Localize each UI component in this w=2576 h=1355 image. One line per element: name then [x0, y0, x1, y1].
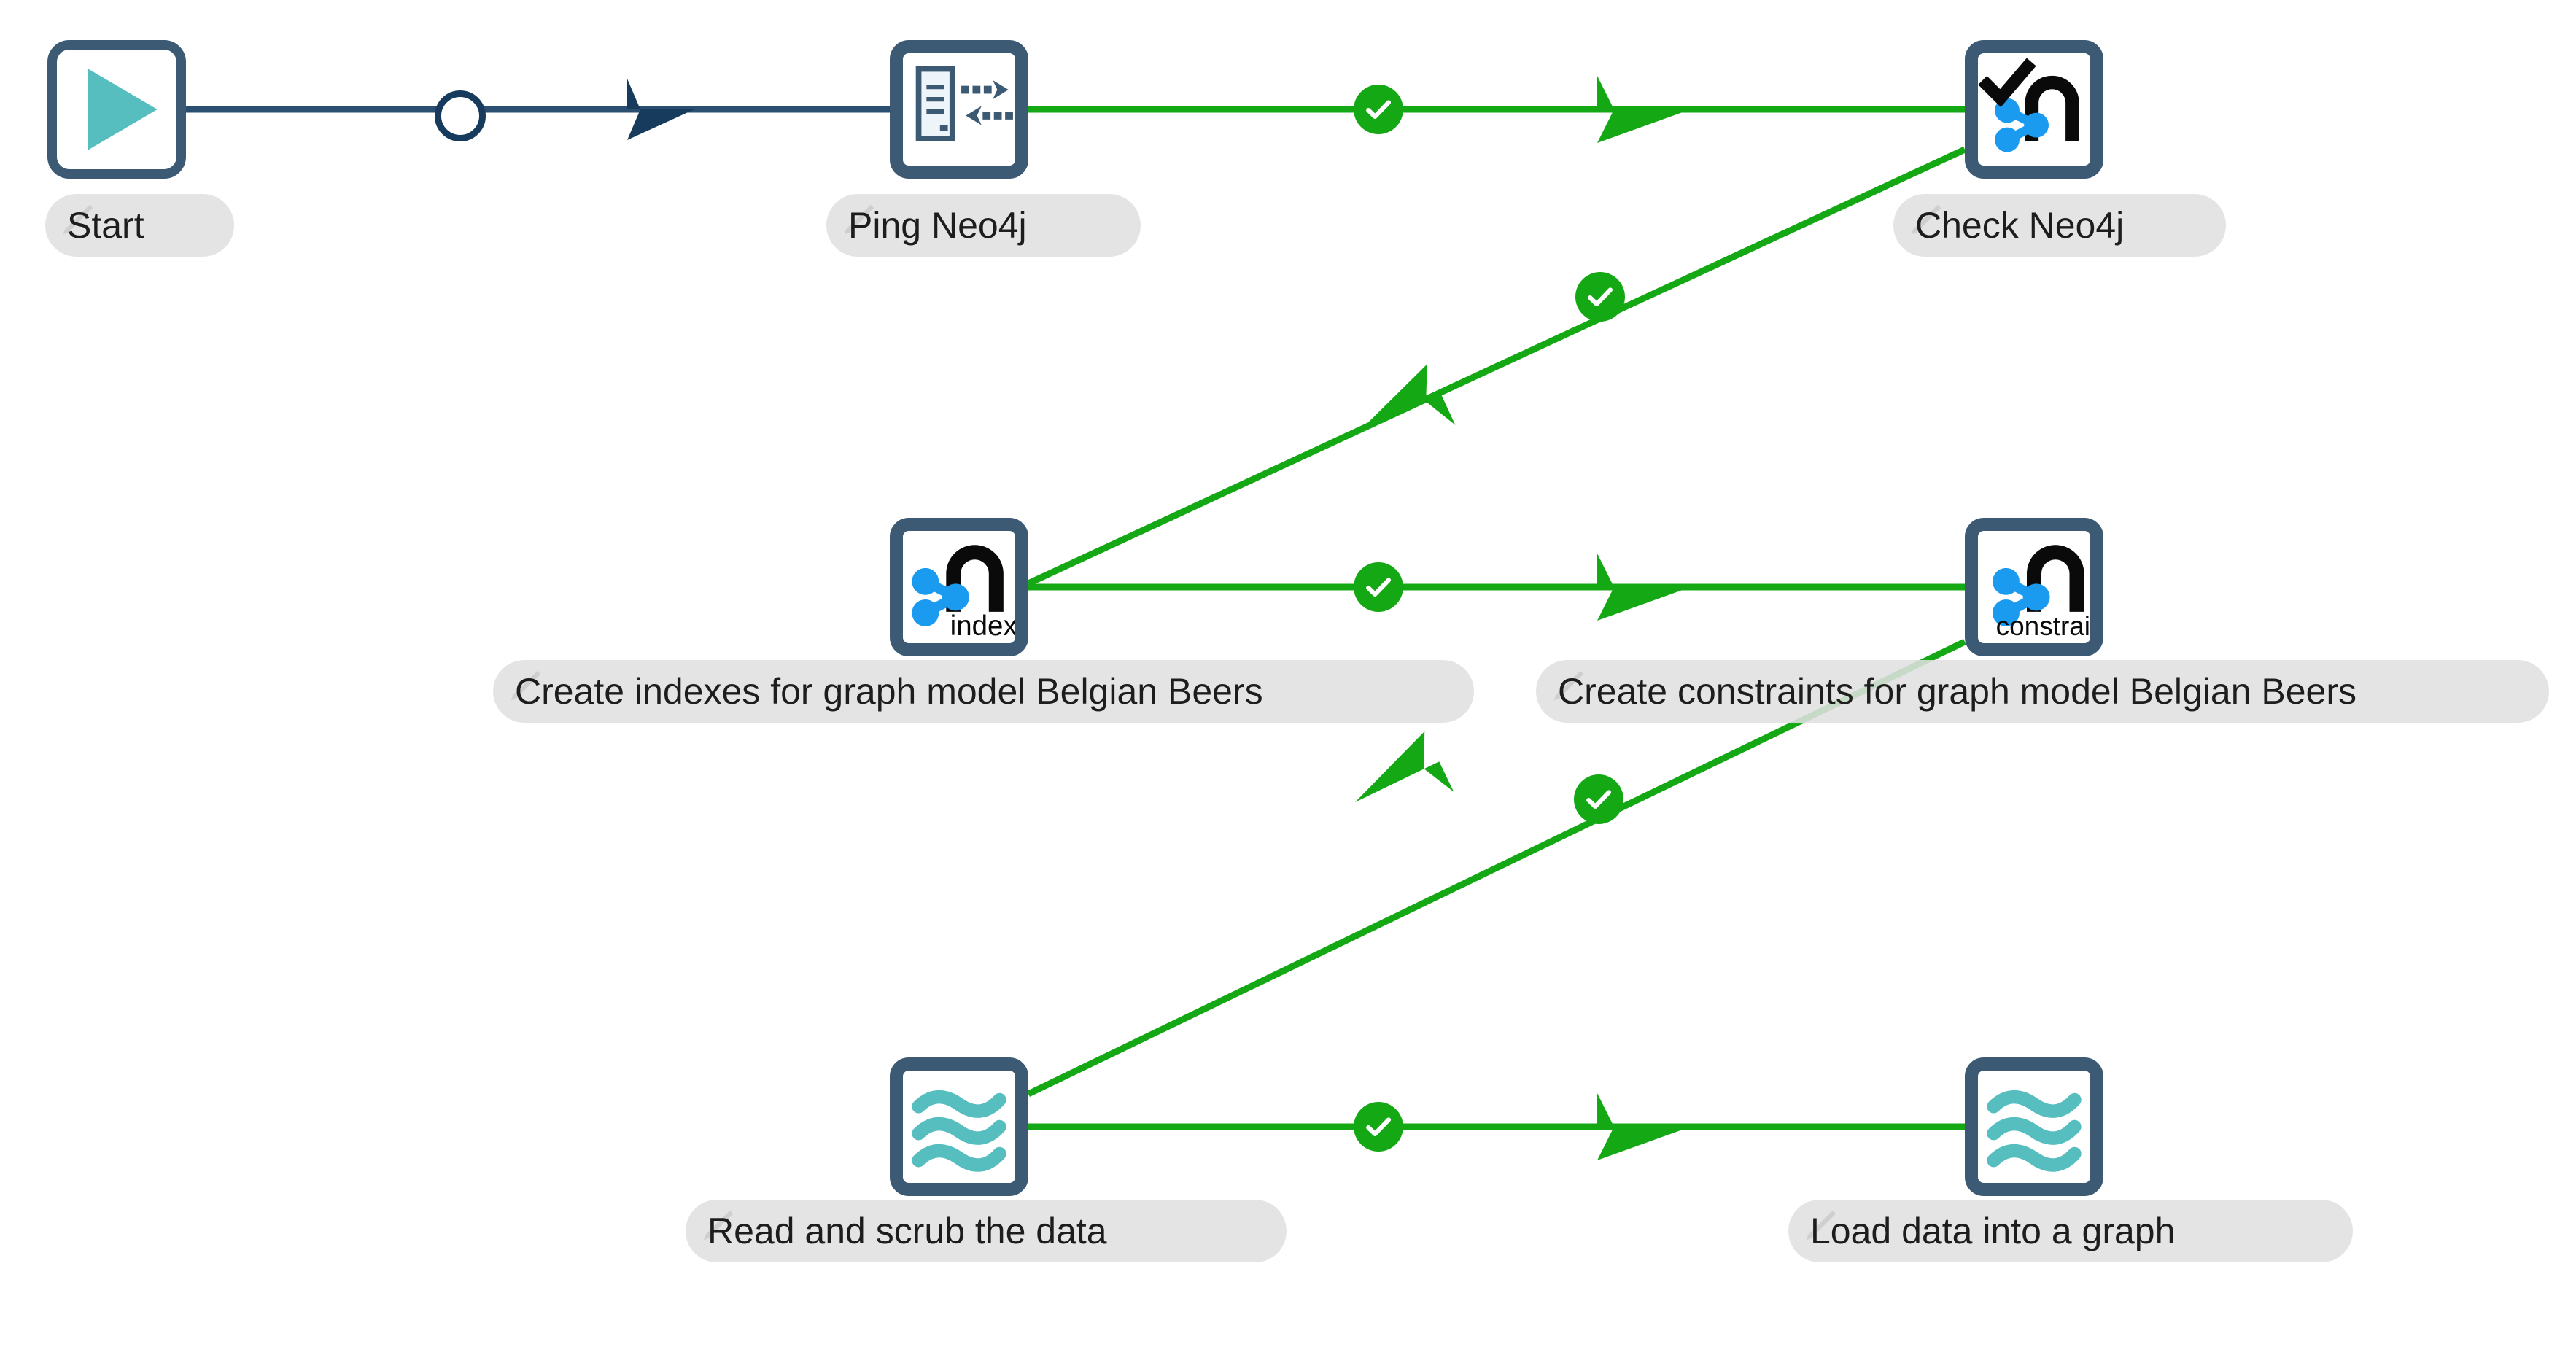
neo4j-check-icon — [1978, 58, 2079, 152]
node-label-text: Create indexes for graph model Belgian B… — [515, 671, 1263, 712]
node-load-graph[interactable] — [1965, 1057, 2103, 1196]
node-label-ping-neo4j[interactable]: Ping Neo4j — [826, 194, 1141, 257]
node-label-text: Start — [67, 205, 144, 246]
node-label-text: Create constraints for graph model Belgi… — [1558, 671, 2357, 712]
node-label-text: Ping Neo4j — [848, 205, 1027, 246]
edge-check-to-indexes[interactable] — [1027, 146, 1966, 587]
node-read-scrub[interactable] — [890, 1057, 1028, 1196]
node-label-start[interactable]: Start — [45, 194, 234, 257]
status-badge-success-indexes-to-constraints[interactable] — [1354, 562, 1403, 612]
edge-read-to-load[interactable] — [1028, 1093, 1965, 1160]
arrowhead-green — [1597, 1093, 1691, 1160]
node-create-indexes[interactable]: index — [890, 518, 1028, 656]
check-icon — [1586, 790, 1612, 809]
arrowhead-green — [1597, 554, 1691, 621]
neo4j-index-icon: index — [912, 545, 1015, 642]
node-label-load-graph[interactable]: Load data into a graph — [1788, 1200, 2353, 1262]
hop-circle-marker[interactable] — [435, 90, 486, 141]
node-check-neo4j[interactable] — [1965, 40, 2103, 179]
pipeline-waves-icon — [1987, 1090, 2082, 1172]
status-badge-success-read-to-load[interactable] — [1354, 1102, 1403, 1152]
edge-indexes-to-constraints[interactable] — [1028, 554, 1965, 621]
node-create-constraints[interactable]: constraint — [1965, 518, 2103, 656]
status-badge-success-ping-to-check[interactable] — [1354, 85, 1403, 134]
neo4j-constraint-icon: constraint — [1993, 545, 2090, 641]
node-label-text: Read and scrub the data — [707, 1211, 1107, 1251]
arrowhead-green-diagonal — [1355, 731, 1454, 802]
node-label-read-scrub[interactable]: Read and scrub the data — [686, 1200, 1287, 1262]
node-label-text: Load data into a graph — [1810, 1211, 2176, 1251]
pipeline-waves-icon — [912, 1090, 1006, 1172]
status-badge-success-constraints-to-read[interactable] — [1574, 774, 1623, 824]
status-badge-success-check-to-indexes[interactable] — [1575, 272, 1625, 322]
node-start[interactable] — [47, 40, 186, 179]
node-label-create-constraints[interactable]: Create constraints for graph model Belgi… — [1536, 660, 2549, 723]
index-caption: index — [950, 610, 1015, 642]
arrowhead-green-diagonal — [1357, 364, 1456, 434]
constraint-caption: constraint — [1996, 611, 2090, 641]
edge-ping-to-check[interactable] — [1028, 76, 1965, 143]
edge-start-to-ping[interactable] — [186, 79, 890, 140]
arrowhead-green — [1597, 76, 1691, 143]
node-ping-neo4j[interactable] — [890, 40, 1028, 179]
node-label-create-indexes[interactable]: Create indexes for graph model Belgian B… — [493, 660, 1474, 723]
check-icon — [1366, 100, 1392, 120]
play-icon — [88, 69, 158, 150]
check-icon — [1366, 578, 1392, 597]
server-exchange-icon — [915, 66, 1013, 141]
node-label-text: Check Neo4j — [1915, 205, 2125, 246]
arrowhead-navy — [627, 79, 694, 140]
check-icon — [1588, 287, 1613, 307]
check-icon — [1366, 1117, 1392, 1137]
node-label-check-neo4j[interactable]: Check Neo4j — [1893, 194, 2226, 257]
